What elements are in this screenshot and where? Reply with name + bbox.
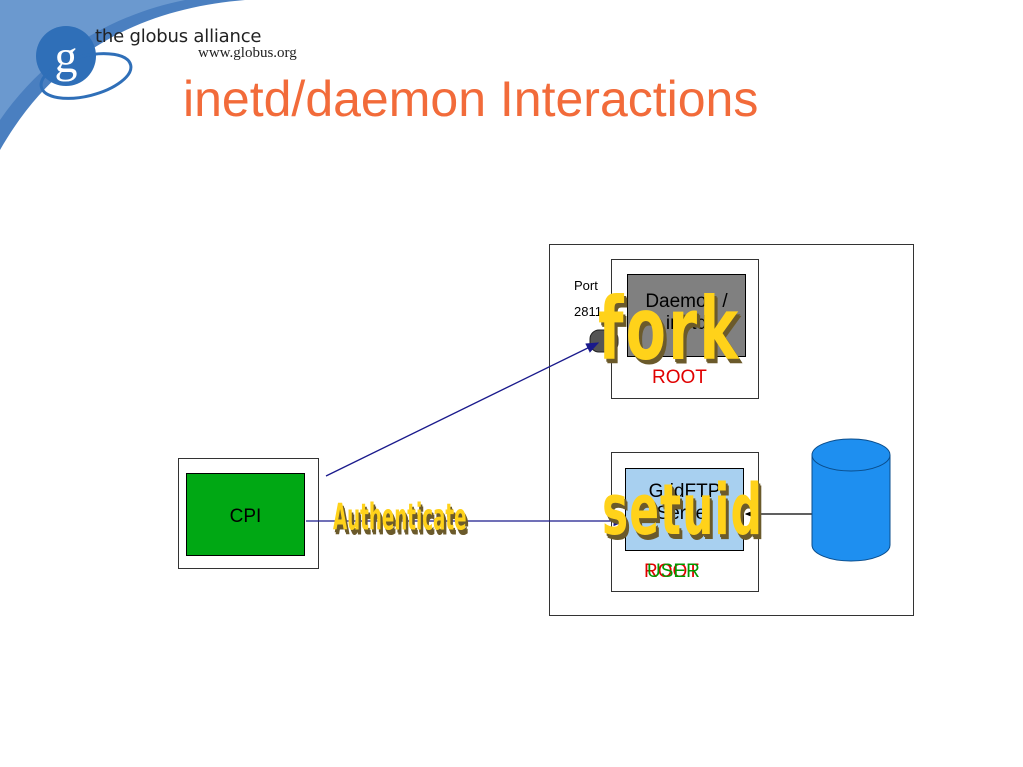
cpi-box: CPI bbox=[186, 473, 305, 556]
gridftp-box: GridFTP Server bbox=[625, 468, 744, 551]
authenticate-wordart: Authenticate bbox=[333, 498, 467, 540]
brand-url: www.globus.org bbox=[198, 45, 297, 61]
brand-name: the globus alliance bbox=[95, 26, 262, 47]
fork-wordart: fork bbox=[598, 280, 741, 381]
globus-logo-icon: g bbox=[36, 26, 133, 100]
daemon-label: Daemon / inetd bbox=[645, 291, 728, 334]
daemon-box: Daemon / inetd bbox=[627, 274, 746, 357]
root-label: ROOT bbox=[652, 367, 707, 388]
page-title: inetd/daemon Interactions bbox=[183, 71, 759, 127]
setuid-wordart: setuid bbox=[602, 470, 763, 552]
cpi-label: CPI bbox=[229, 506, 262, 527]
root-label-overlap: ROOT bbox=[644, 561, 699, 582]
port-label: Port bbox=[574, 278, 598, 293]
port-number: 2811 bbox=[574, 304, 602, 319]
user-label: USER bbox=[647, 561, 700, 582]
gridftp-label: GridFTP Server bbox=[648, 481, 721, 524]
corner-swoosh: g bbox=[0, 0, 245, 150]
logo-letter: g bbox=[55, 31, 78, 82]
